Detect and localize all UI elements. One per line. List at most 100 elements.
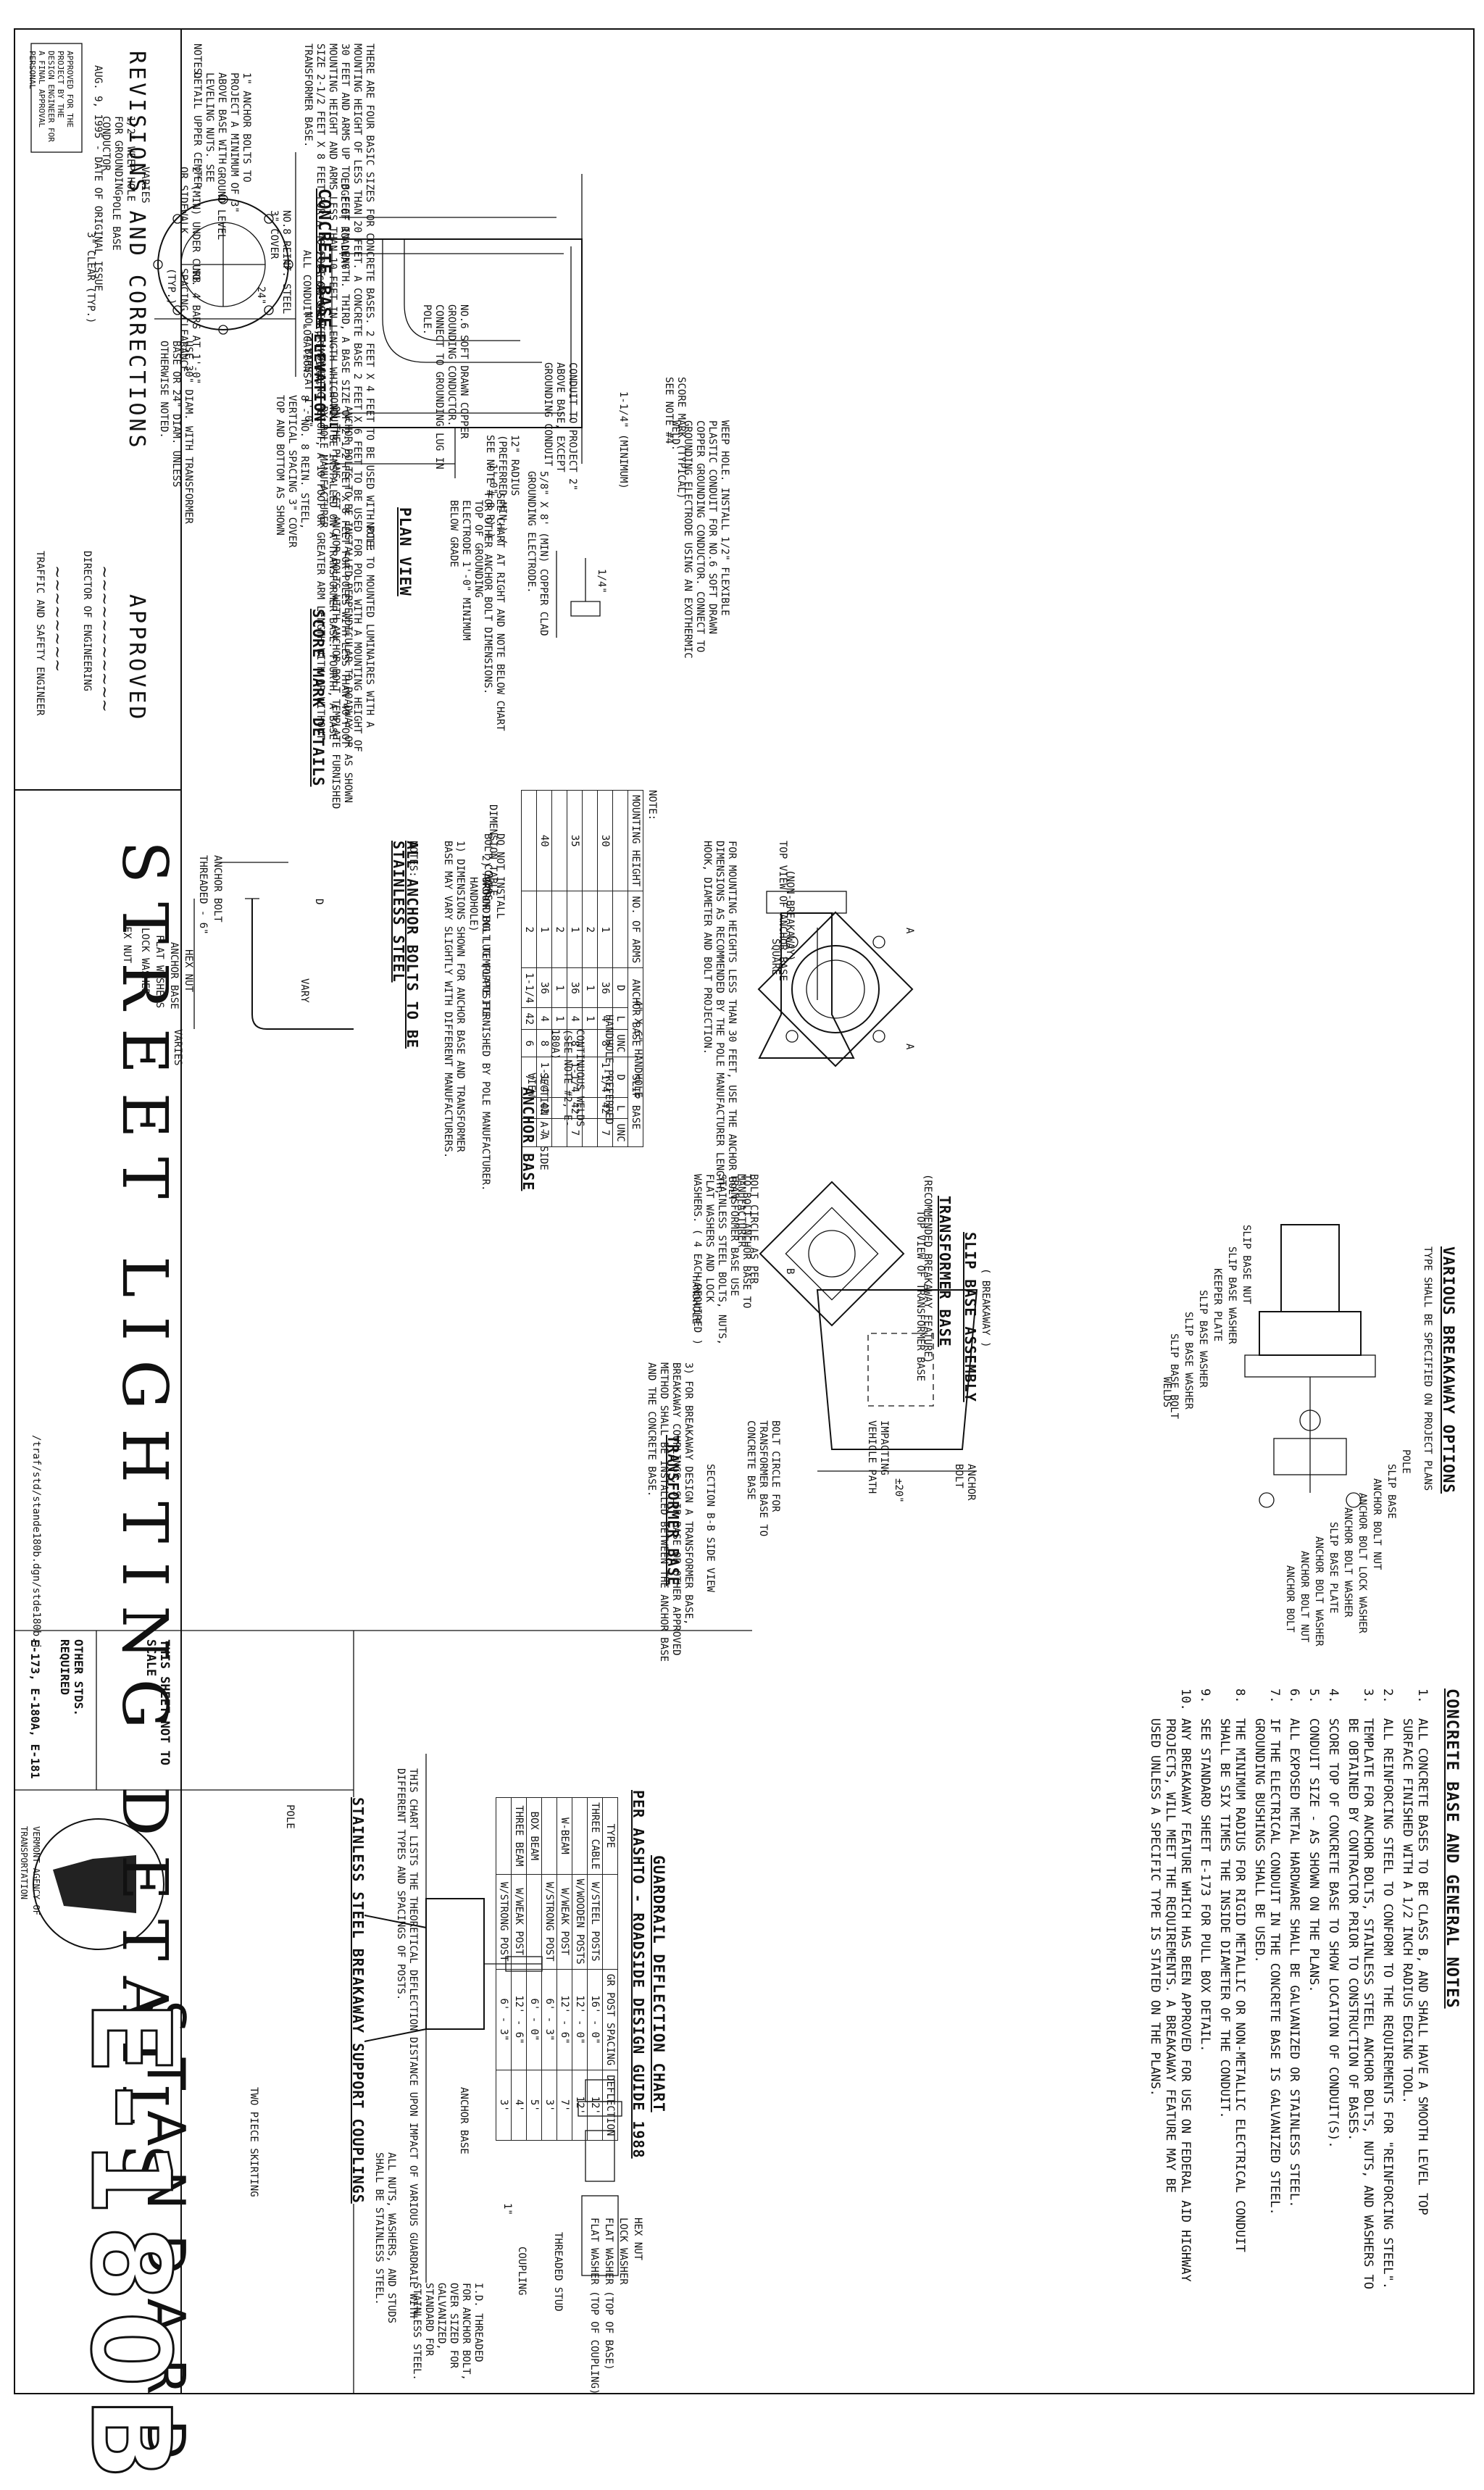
anchor-bolt-drawing [193, 862, 354, 1030]
general-note-8: 8. THE MINIMUM RADIUS FOR RIGID METALLIC… [1217, 1689, 1247, 2252]
table-cell: 1 [582, 967, 598, 1008]
table-col-d2: D [612, 1057, 628, 1098]
section-a-label: A [904, 928, 915, 934]
table-cell: 1 [567, 891, 583, 968]
coupling-id-threaded: I.D. THREADED FOR ANCHOR BOLT, OVER SIZE… [411, 2283, 484, 2381]
table-cell: 5' [526, 2070, 542, 2141]
bars4-spacing-label: NO. 4 BARS AT 1'-0" SPACING CLEARANCE (T… [165, 268, 201, 385]
no6-conductor-label: NO.6 SOFT DRAWN COPPER GROUNDING CONDUCT… [421, 304, 470, 470]
general-note-9: 9. SEE STANDARD SHEET E-173 FOR PULL BOX… [1198, 1689, 1212, 2052]
slip-label-anchor-nut-2: ANCHOR BOLT NUT [1298, 1551, 1310, 1643]
agency-logo-circle [33, 1818, 164, 1950]
breakaway-options-title: VARIOUS BREAKAWAY OPTIONS [1440, 1246, 1457, 1494]
ground-rod-label: 5/8" X 8' (MIN) COPPER CLAD GROUNDING EL… [525, 471, 549, 636]
anchor-table-note-label: NOTE: [646, 790, 658, 821]
couplings-title: STAINLESS STEEL BREAKAWAY SUPPORT COUPLI… [349, 1797, 367, 2204]
section-b-label: B [784, 1268, 796, 1275]
sheet-number: E-180B [66, 1999, 194, 2490]
anchor-base-notes-label: NOTES: [407, 841, 419, 878]
director-signature: ~~~~~~~~~~~ [95, 565, 113, 712]
table-cell: W-BEAM [556, 1797, 572, 1875]
table-cell: BOX BEAM [526, 1797, 542, 1875]
table-group-arms: NO. OF ARMS [628, 891, 643, 968]
revisions-heading: REVISIONS AND CORRECTIONS [124, 51, 149, 451]
slip-label-keeper: KEEPER PLATE [1212, 1268, 1223, 1342]
table-cell: 2 [521, 891, 537, 968]
general-note-3: 3. TEMPLATE FOR ANCHOR BOLTS, STAINLESS … [1346, 1689, 1375, 2290]
table-cell: THREE BEAM [511, 1797, 527, 1875]
table-col-unc: UNC [612, 1029, 628, 1057]
safety-signature: ~~~~~~~~ [48, 565, 66, 673]
table-cell: 6' - 3" [541, 1969, 557, 2070]
coupling-threaded-stud: THREADED STUD [552, 2232, 564, 2312]
general-notes-title: CONCRETE BASE AND GENERAL NOTES [1443, 1689, 1461, 2009]
table-cell [521, 790, 537, 891]
general-note-7: 7. IF THE ELECTRICAL CONDUIT IN THE CONC… [1252, 1689, 1282, 2215]
coupling-dim-1: 1" [501, 2203, 513, 2215]
drawing-sheet: CONCRETE BASE EDGE OF ROADWAY POLE BASE … [14, 28, 1475, 2490]
table-cell: 2 [582, 891, 598, 968]
table-cell [572, 1797, 588, 1875]
slip-label-anchor-bolt: ANCHOR BOLT [1284, 1565, 1296, 1633]
approval-stamp: APPROVED FOR THE PROJECT BY THE DESIGN E… [28, 51, 75, 142]
general-notes-list: 1. ALL CONCRETE BASES TO BE CLASS B, AND… [1143, 1689, 1430, 2384]
general-note-10: 10. ANY BREAKAWAY FEATURE WHICH HAS BEEN… [1148, 1689, 1193, 2282]
general-note-2: 2. ALL REINFORCING STEEL TO CONFORM TO T… [1380, 1689, 1395, 2290]
table-cell: W/WEAK POST [511, 1874, 527, 1970]
table-cell: 2 [551, 891, 567, 968]
score-mark-drawing [556, 551, 601, 638]
table-cell: 36 [536, 967, 552, 1008]
table-cell: 6' - 3" [496, 1969, 512, 2070]
section-a-label-2: A [904, 1044, 915, 1050]
elevation-drawing [320, 174, 583, 478]
sheet-border [14, 28, 1475, 2394]
table-cell: 4 [567, 1007, 583, 1030]
slip-label-pole: POLE [1400, 1449, 1412, 1474]
vermont-state-shape-icon [53, 1855, 136, 1913]
ground-level-label: GROUND LEVEL [215, 167, 227, 241]
slip-label-nut: SLIP BASE NUT [1241, 1225, 1252, 1304]
anchor-base-note-1: 1) DIMENSIONS SHOWN FOR ANCHOR BASE AND … [442, 841, 466, 1159]
dim-vary-label: VARY [299, 978, 310, 1003]
table-cell: 3' [496, 2070, 512, 2141]
no8-cover-label: NO.8 REINF. STEEL 3" COVER [268, 210, 292, 315]
anchor-table-note: FOR MOUNTING HEIGHTS LESS THAN 30 FEET, … [701, 841, 738, 1202]
table-cell: 42 [521, 1007, 537, 1030]
table-cell [582, 790, 598, 891]
slip-base-subtitle: ( BREAKAWAY ) [980, 1268, 991, 1348]
table-col-unc2: UNC [612, 1118, 628, 1147]
continuous-welds-label: CONTINUOUS WELDS (SEE NOTE #2, E-180A) [549, 1029, 585, 1127]
transformer-bolt-circle-label: BOLT CIRCLE FOR TRANSFORMER BASE TO CONC… [745, 1420, 781, 1537]
guardrail-header-blank [602, 1874, 618, 1970]
coupling-coupling-label: COUPLING [516, 2247, 528, 2296]
table-cell: 12' [572, 2070, 588, 2141]
slip-label-slip-base: SLIP BASE [1385, 1464, 1397, 1519]
file-path: /traf/std/stande180b.dgn/stde180b.j [30, 1435, 42, 1649]
table-cell: W/STRONG POST [541, 1874, 557, 1970]
coupling-all-nuts-note: ALL NUTS, WASHERS, AND STUDS SHALL BE ST… [373, 2152, 397, 2324]
table-cell: 1 [597, 891, 613, 968]
not-to-scale-label: THIS SHEET NOT TO SCALE [143, 1639, 172, 1765]
table-cell: 36 [567, 967, 583, 1008]
coupling-hex-nut: HEX NUT [632, 2218, 643, 2261]
coupling-pole-label: POLE [284, 1804, 296, 1829]
anchor-base-note-2: 2) ANCHOR BOLT TEMPLATE FURNISHED BY POL… [480, 855, 491, 1191]
coupling-flat-washer-base: FLAT WASHER (TOP OF BASE) [603, 2218, 614, 2370]
table-cell: W/WEAK POST [556, 1874, 572, 1970]
approval-stamp-box [30, 43, 83, 153]
rotated-drawing-canvas: CONCRETE BASE EDGE OF ROADWAY POLE BASE … [14, 28, 1475, 2490]
revision-entry: AUG. 9, 1995 - DATE OF ORIGINAL ISSUE [92, 65, 104, 291]
general-note-4: 4. SCORE TOP OF CONCRETE BASE TO SHOW LO… [1326, 1689, 1341, 2149]
agency-name: VERMONT AGENCY OF TRANSPORTATION [19, 1826, 41, 1915]
general-note-5: 5. CONDUIT SIZE - AS SHOWN ON THE PLANS. [1306, 1689, 1321, 1993]
anchor-base-section-drawing [758, 891, 855, 1059]
slip-label-anchor-washer-2: ANCHOR BOLT WASHER [1313, 1536, 1325, 1646]
approved-heading: APPROVED [124, 594, 149, 723]
guardrail-header-deflection: DEFLECTION [602, 2070, 618, 2141]
table-cell: 35 [567, 790, 583, 891]
table-cell: 40 [536, 790, 552, 891]
quarter-inch-dim: 1/4" [596, 569, 607, 594]
